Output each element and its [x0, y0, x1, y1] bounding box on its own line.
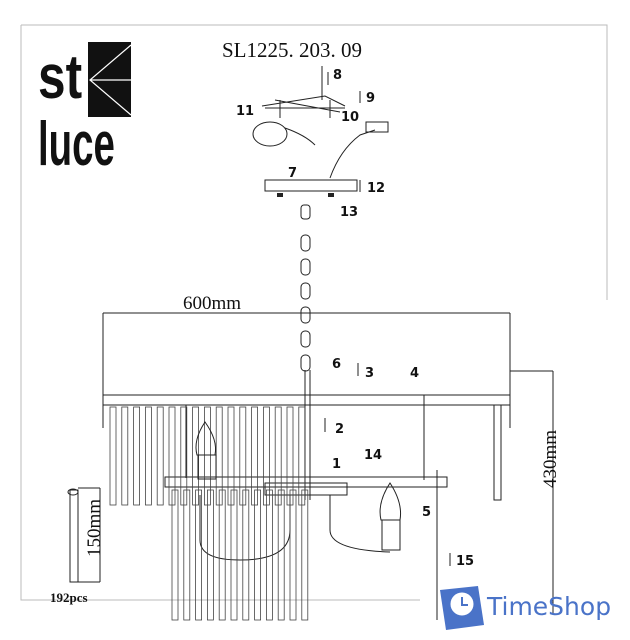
part-label-9: 9: [366, 91, 375, 106]
crystal-rod: [133, 406, 141, 506]
crystal-length-label: 150mm: [84, 499, 105, 557]
crystal-rod: [121, 406, 129, 506]
part-label-4: 4: [410, 366, 419, 381]
timeshop-text: TimeShop: [486, 592, 611, 621]
chain-link: [300, 234, 311, 252]
part-label-3: 3: [365, 366, 374, 381]
crystal-rod: [242, 489, 250, 621]
chain-link: [300, 354, 311, 372]
crystals-lower: [171, 489, 309, 621]
part-labels: 8 9 10 11 7 12 13 6 3 4 2 14 1 5 15: [236, 68, 474, 569]
crystal-rod: [206, 489, 214, 621]
crystal-single: [493, 404, 502, 501]
crystal-rod: [218, 489, 226, 621]
chain-link: [300, 330, 311, 348]
crystal-rod: [183, 489, 191, 621]
frame-rings: [102, 370, 511, 620]
part-label-13: 13: [340, 205, 358, 220]
width-dimension-label: 600mm: [183, 293, 241, 314]
crystal-rod: [289, 489, 297, 621]
crystal-rod: [254, 489, 262, 621]
part-label-6: 6: [332, 357, 341, 372]
logo-luce: luce: [38, 109, 115, 179]
bulb-left: [195, 421, 217, 480]
part-label-14: 14: [364, 448, 382, 463]
timeshop-watermark: TimeShop: [440, 586, 611, 630]
chain-link: [300, 306, 311, 324]
part-arrows: [324, 72, 451, 566]
part-label-12: 12: [367, 181, 385, 196]
crystal-count-label: 192pcs: [50, 590, 88, 605]
part-label-8: 8: [333, 68, 342, 83]
logo-st: st: [38, 42, 82, 112]
part-label-7: 7: [288, 166, 297, 181]
model-number: SL1225. 203. 09: [222, 38, 362, 62]
crystal-rod: [195, 489, 203, 621]
part-label-1: 1: [332, 457, 341, 472]
frame-border: [20, 24, 608, 601]
canopy-plate: [264, 179, 358, 192]
crystal-rod: [109, 406, 117, 506]
part-label-5: 5: [422, 505, 431, 520]
st-luce-logo: st luce: [38, 42, 132, 179]
ceiling-mount-parts: [252, 66, 389, 179]
height-dimension-label: 430mm: [540, 430, 561, 488]
part-label-11: 11: [236, 104, 254, 119]
crystal-rod: [277, 489, 285, 621]
crystal-rod: [156, 406, 164, 506]
crystal-rod: [265, 489, 273, 621]
chain: [300, 204, 311, 372]
bulb-right: [379, 482, 401, 551]
part-label-10: 10: [341, 110, 359, 125]
part-label-2: 2: [335, 422, 344, 437]
crystal-rod: [171, 489, 179, 621]
chain-hook: [300, 204, 311, 220]
crystal-rod: [301, 489, 309, 621]
crystal-rod: [230, 489, 238, 621]
crystal-rod: [144, 406, 152, 506]
chain-link: [300, 282, 311, 300]
part-label-15: 15: [456, 554, 474, 569]
height-dimension-line: [510, 370, 554, 615]
crystal-sample: [67, 487, 101, 583]
chain-link: [300, 258, 311, 276]
